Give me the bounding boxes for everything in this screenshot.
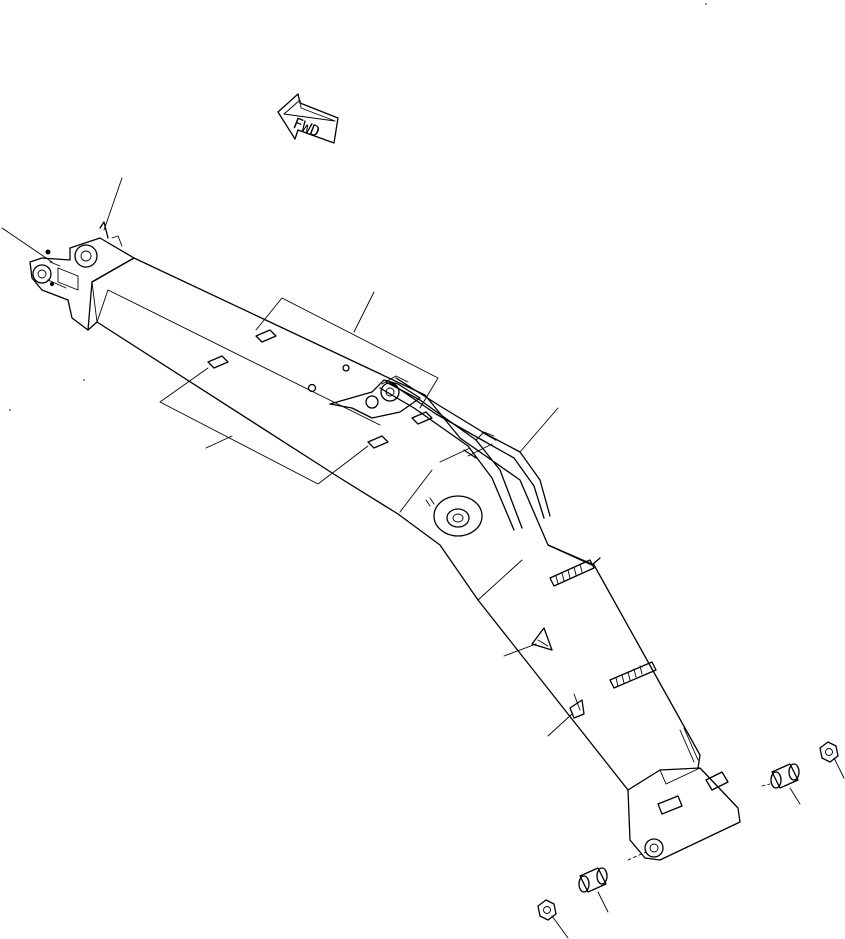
decal-top-3 bbox=[367, 435, 389, 449]
side-bracket-lower bbox=[569, 699, 585, 719]
grease-fitting-icon bbox=[342, 364, 350, 372]
nut-left bbox=[537, 899, 557, 921]
boom-top-edge bbox=[91, 257, 601, 566]
boom-nose-bracket bbox=[627, 727, 741, 861]
boom-foot-bushing bbox=[32, 264, 52, 284]
side-bracket-upper bbox=[531, 627, 553, 651]
hydraulic-piping bbox=[379, 377, 551, 531]
boom-lower-left-edge bbox=[477, 599, 629, 791]
boom-foot-bracket bbox=[29, 221, 135, 331]
side-brackets bbox=[531, 627, 585, 719]
hose-clamp-lower bbox=[609, 661, 657, 689]
boom-seam-middle bbox=[477, 559, 523, 601]
hose-clamp-upper bbox=[549, 559, 595, 587]
callout-brackets bbox=[159, 297, 439, 485]
decals bbox=[207, 329, 433, 449]
hose-clamps bbox=[549, 559, 657, 689]
forward-arrow-icon: FWD bbox=[277, 93, 339, 144]
cylinder-mount-boss bbox=[425, 495, 483, 537]
decal-top-1 bbox=[255, 329, 277, 343]
boom-nose-pin-boss bbox=[644, 838, 664, 858]
boom-lower-right-edge bbox=[547, 544, 701, 769]
boom-foot-pin-boss bbox=[74, 244, 98, 268]
nut-right bbox=[819, 741, 839, 763]
arm-cylinder-bracket bbox=[329, 375, 421, 419]
scan-specks bbox=[9, 3, 707, 411]
nose-stopper bbox=[705, 771, 729, 791]
boom-body bbox=[87, 257, 701, 791]
boom-seam-side bbox=[91, 281, 98, 323]
boom-face-line-2 bbox=[96, 289, 109, 323]
decal-top-2 bbox=[207, 355, 229, 369]
bushing-right bbox=[770, 763, 800, 789]
callout-bracket-upper bbox=[255, 297, 439, 409]
nose-stopper-2 bbox=[657, 795, 683, 815]
boom-seam-upper bbox=[399, 469, 433, 513]
loose-parts bbox=[537, 741, 839, 921]
grease-fitting-icon bbox=[45, 249, 51, 255]
grease-fitting-icon bbox=[307, 383, 317, 393]
callout-bracket-lower bbox=[159, 367, 369, 485]
decal-top-4 bbox=[411, 411, 433, 425]
boom-bottom-edge bbox=[87, 321, 479, 601]
bushing-left bbox=[578, 867, 608, 893]
leader-lines bbox=[1, 177, 845, 939]
